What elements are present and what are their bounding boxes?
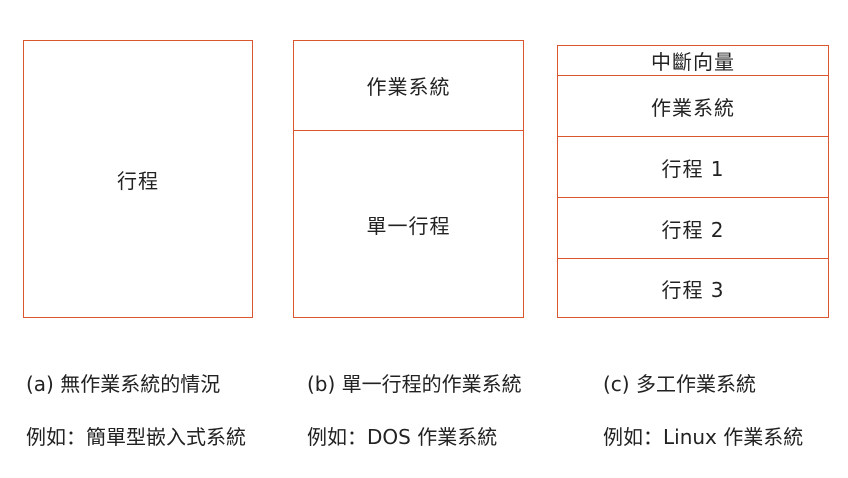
process-segment: 行程 bbox=[117, 168, 159, 193]
process-1-segment: 行程 1 bbox=[558, 136, 828, 197]
example-a: 例如：簡單型嵌入式系統 bbox=[26, 425, 246, 449]
example-b: 例如：DOS 作業系統 bbox=[307, 425, 498, 449]
single-process-segment: 單一行程 bbox=[294, 130, 523, 317]
process-2-segment: 行程 2 bbox=[558, 197, 828, 258]
process-3-segment: 行程 3 bbox=[558, 258, 828, 317]
os-segment: 作業系統 bbox=[366, 75, 451, 99]
memory-diagram-no-os: 行程 bbox=[23, 40, 253, 318]
caption-a: (a) 無作業系統的情況 bbox=[26, 372, 221, 396]
memory-diagram-single-process: 作業系統 單一行程 bbox=[293, 40, 524, 318]
example-c: 例如：Linux 作業系統 bbox=[603, 425, 804, 449]
memory-diagram-multitasking: 中斷向量 作業系統 行程 1 行程 2 行程 3 bbox=[557, 45, 829, 318]
os-segment: 作業系統 bbox=[558, 75, 828, 136]
caption-c: (c) 多工作業系統 bbox=[603, 372, 756, 396]
caption-b: (b) 單一行程的作業系統 bbox=[307, 372, 522, 396]
interrupt-vector-segment: 中斷向量 bbox=[651, 50, 735, 74]
